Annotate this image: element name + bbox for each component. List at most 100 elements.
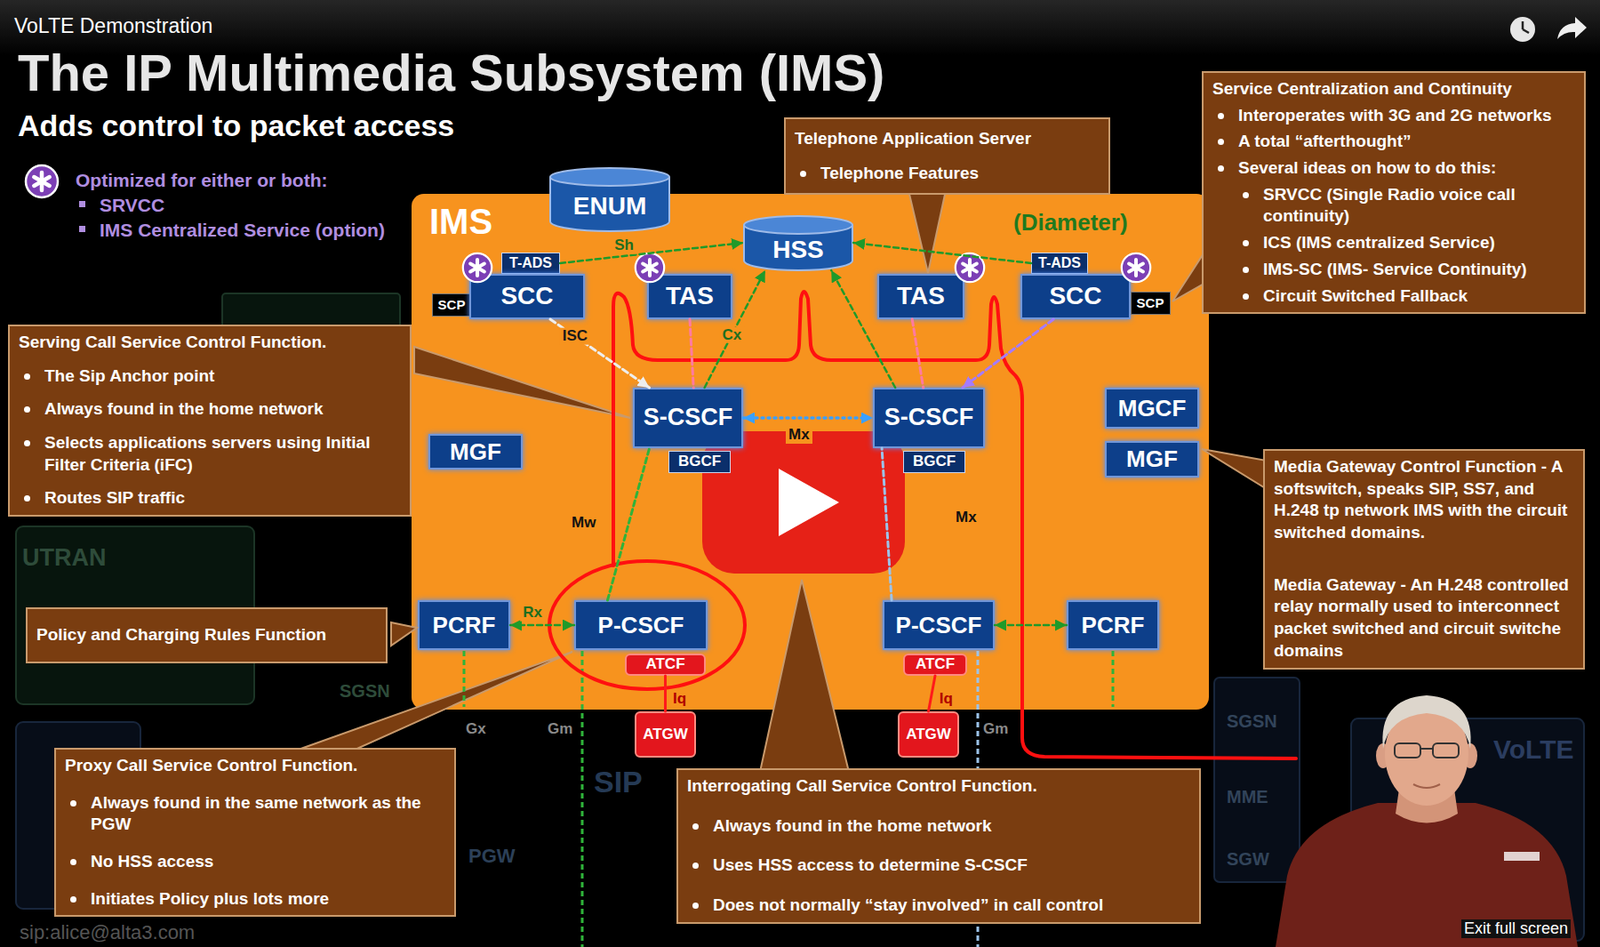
callout-pointer	[391, 622, 417, 646]
gateway-box: ATGW	[634, 711, 696, 758]
callout-row: Media Gateway Control Function - A softs…	[1273, 456, 1575, 544]
text-label: Proxy Call Service Control Function.	[64, 754, 446, 777]
bullet-dot	[1242, 293, 1249, 300]
text-label: Media Gateway Control Function - A softs…	[1273, 456, 1575, 544]
play-button	[702, 431, 905, 574]
star-icon	[25, 165, 58, 198]
gm-line	[581, 650, 584, 947]
text-label: SGSN	[339, 680, 391, 702]
text-label: Media Gateway - An H.248 controlled rela…	[1273, 574, 1575, 663]
callout-row: Interrogating Call Service Control Funct…	[687, 775, 1191, 798]
function-tag: BGCF	[668, 450, 731, 473]
text-label: P-CSCF	[598, 612, 685, 639]
callout-row: Serving Call Service Control Function.	[18, 331, 401, 354]
text-label: TAS	[665, 282, 714, 311]
faded-network-box	[222, 293, 400, 329]
text-label: HSS	[772, 236, 824, 264]
text-label: Optimized for either or both:	[75, 169, 328, 192]
callout-row: Selects applications servers using Initi…	[18, 432, 401, 476]
text-label: sip:alice@alta3.com	[19, 920, 195, 944]
text-label: SRVCC (Single Radio voice call continuit…	[1263, 184, 1576, 228]
callout-row: Always found in the home network	[18, 398, 401, 421]
callout-row: IMS-SC (IMS- Service Continuity)	[1212, 258, 1576, 281]
text-label: Several ideas on how to do this:	[1238, 157, 1576, 180]
slide-title: The IP Multimedia Subsystem (IMS)	[17, 44, 885, 102]
text-label: SCC	[500, 282, 553, 311]
callout-pointers	[293, 190, 1267, 772]
connector-line	[689, 319, 694, 388]
callout-row: Telephone Features	[794, 162, 1100, 185]
text-label: MME	[1226, 786, 1269, 808]
connector-line	[881, 448, 892, 600]
text-label: Mw	[568, 513, 599, 532]
text-label: PGW	[468, 844, 516, 867]
text-label: ATGW	[905, 726, 952, 744]
text-label: SRVCC	[99, 194, 165, 216]
play-button-ground	[702, 431, 905, 574]
callout-row: Proxy Call Service Control Function.	[64, 754, 446, 777]
callout-row: Telephone Application Server	[794, 128, 1100, 151]
callout-pointer	[760, 579, 849, 772]
callout-pointer	[908, 190, 946, 273]
presenter-figure	[1275, 695, 1578, 947]
text-label: ICS (IMS centralized Service)	[1263, 232, 1576, 255]
text-label: Always found in the home network	[712, 815, 1191, 838]
callout-row: A total “afterthought”	[1212, 130, 1576, 153]
text-label: MGF	[1126, 446, 1178, 472]
connector-line	[550, 319, 650, 388]
text-label: SGW	[1226, 848, 1270, 870]
database-cylinder: ENUM	[549, 167, 671, 232]
callout-row: Uses HSS access to determine S-CSCF	[687, 854, 1191, 877]
gx-line	[463, 650, 466, 707]
callout-row: Does not normally “stay involved” in cal…	[687, 894, 1191, 917]
function-box: S-CSCF	[872, 387, 985, 448]
hand-drawn-circle	[549, 560, 745, 689]
callout-box: Proxy Call Service Control Function.Alwa…	[54, 747, 456, 917]
text-label: SCC	[1048, 282, 1102, 311]
callout-box: Service Centralization and ContinuityInt…	[1201, 71, 1586, 314]
function-box: MGF	[1104, 440, 1200, 478]
text-label: BGCF	[678, 453, 721, 471]
text-label: VoLTE	[1493, 734, 1575, 766]
callout-box: Telephone Application ServerTelephone Fe…	[784, 117, 1111, 195]
callout-row: Routes SIP traffic	[18, 487, 401, 510]
function-box: SCC	[469, 273, 585, 320]
text-label: Circuit Switched Fallback	[1263, 285, 1576, 308]
text-label: Interoperates with 3G and 2G networks	[1238, 104, 1576, 128]
text-label: PCRF	[1081, 612, 1145, 639]
text-label: Uses HSS access to determine S-CSCF	[712, 854, 1191, 877]
text-label: VoLTE Demonstration	[14, 14, 213, 38]
connector-label: Rx	[520, 604, 545, 622]
bullet-dot	[692, 823, 699, 830]
connector-line	[743, 416, 873, 420]
text-label: UTRAN	[22, 544, 107, 572]
callout-row: The Sip Anchor point	[18, 365, 401, 388]
function-tag: T-ADS	[1031, 252, 1088, 274]
bullet-dot	[1242, 192, 1249, 199]
function-tag: ATCF	[903, 653, 968, 676]
bullet-square	[79, 200, 86, 208]
text-label: Routes SIP traffic	[44, 487, 401, 510]
bullet-dot	[70, 858, 77, 865]
bullet-square	[79, 225, 86, 232]
text-label: Mx	[952, 508, 980, 527]
clock-icon	[1510, 16, 1536, 42]
text-label: BGCF	[912, 453, 956, 471]
text-label: Gm	[547, 720, 573, 738]
text-label: S-CSCF	[643, 404, 734, 432]
hand-drawn-line	[613, 291, 1296, 759]
callout-pointer	[1172, 250, 1206, 302]
faded-network-box	[1214, 677, 1300, 882]
bullet-dot	[692, 902, 699, 909]
text-label: Gm	[983, 720, 1008, 738]
gx-line	[1112, 650, 1115, 707]
text-label: Does not normally “stay involved” in cal…	[712, 894, 1191, 917]
connector-label: Sh	[611, 237, 637, 255]
callout-row: No HSS access	[64, 850, 446, 873]
text-label: Telephone Features	[820, 162, 1100, 185]
text-label: S-CSCF	[884, 404, 975, 432]
connector-label: Iq	[670, 690, 689, 708]
text-label: Policy and Charging Rules Function	[36, 624, 377, 647]
text-label: SCP	[1136, 296, 1165, 312]
bullet-dot	[70, 896, 77, 903]
